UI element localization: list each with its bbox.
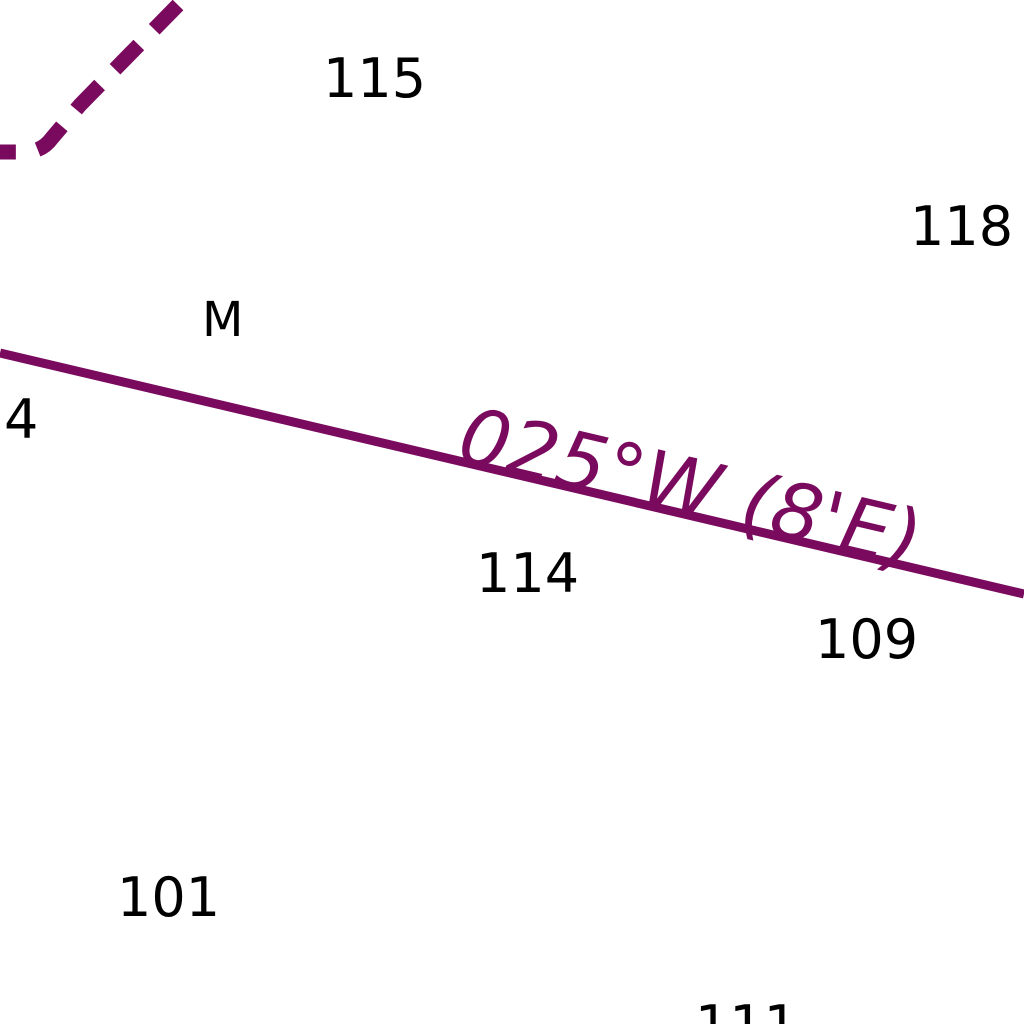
sounding: 114 — [476, 542, 579, 605]
sounding: 4 — [4, 388, 38, 451]
dashed-boundary-line — [0, 0, 184, 160]
sounding: 115 — [323, 47, 426, 110]
sounding: 111 — [695, 994, 798, 1024]
sounding: 118 — [910, 195, 1013, 258]
seabed-marker: M — [202, 292, 243, 348]
isogonic-line — [0, 348, 1024, 599]
sounding: 101 — [117, 866, 220, 929]
sounding: 109 — [815, 608, 918, 671]
